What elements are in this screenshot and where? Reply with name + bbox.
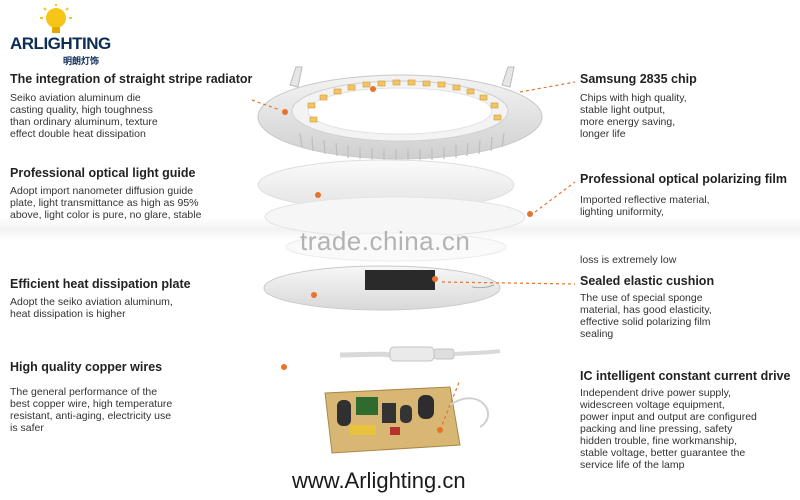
feature-title-copper: High quality copper wires: [10, 360, 163, 374]
feature-desc-driver: Independent drive power supply,widescree…: [580, 387, 757, 471]
copper-wires: [339, 346, 501, 362]
feature-title-light-guide: Professional optical light guide: [10, 166, 196, 180]
radiator-ring: [257, 66, 543, 161]
feature-title-driver: IC intelligent constant current drive: [580, 369, 791, 383]
feature-desc-heat-plate: Adopt the seiko aviation aluminum,heat d…: [10, 296, 173, 320]
feature-desc-polarizing: Imported reflective material,lighting un…: [580, 194, 710, 218]
feature-title-chip: Samsung 2835 chip: [580, 72, 697, 86]
feature-title-radiator: The integration of straight stripe radia…: [10, 72, 253, 86]
watermark-text: trade.china.cn: [300, 226, 471, 256]
feature-desc-chip: Chips with high quality,stable light out…: [580, 92, 687, 140]
brand-subtitle: 明朗灯饰: [63, 57, 100, 67]
reflective-disc: [285, 232, 507, 262]
driver-board: [324, 386, 490, 454]
heat-dissipation-plate: [263, 265, 501, 311]
bulb-icon: [40, 4, 72, 33]
website-url[interactable]: www.Arlighting.cn: [292, 468, 466, 493]
brand-logo: [40, 4, 72, 33]
led-chips: [307, 79, 502, 123]
sealed-cushion-block: [365, 270, 435, 290]
exploded-panel-light-figure: [257, 66, 543, 454]
feature-desc-polarizing-tail: loss is extremely low: [580, 254, 677, 266]
feature-title-heat-plate: Efficient heat dissipation plate: [10, 277, 191, 291]
feature-title-polarizing: Professional optical polarizing film: [580, 172, 787, 186]
brand-name: ARLIGHTING: [10, 34, 111, 53]
feature-title-cushion: Sealed elastic cushion: [580, 274, 715, 288]
